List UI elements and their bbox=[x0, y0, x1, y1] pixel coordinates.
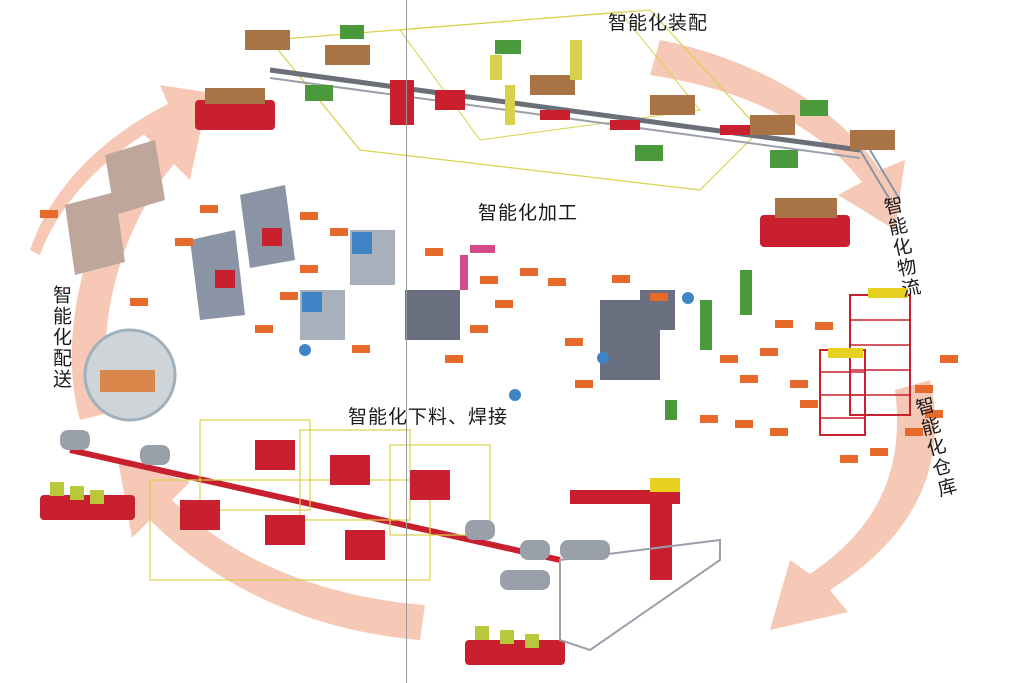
arrow-logistics-to-warehouse bbox=[770, 380, 936, 630]
robot-arm-icon bbox=[390, 40, 582, 125]
welding-robots bbox=[180, 440, 450, 560]
arrow-assembly-to-logistics bbox=[650, 40, 905, 230]
assembly-line bbox=[195, 9, 901, 247]
arrow-delivery-to-assembly bbox=[30, 85, 225, 255]
label-machining: 智能化加工 bbox=[478, 202, 579, 224]
assembly-tables bbox=[540, 110, 750, 135]
arrow-welding-return bbox=[118, 460, 425, 640]
welding-line bbox=[40, 419, 721, 665]
assembly-stairs bbox=[859, 149, 901, 201]
delivery-area bbox=[40, 140, 177, 422]
label-assembly: 智能化装配 bbox=[608, 12, 709, 34]
label-cutting-welding: 智能化下料、焊接 bbox=[348, 406, 509, 428]
milling-machine bbox=[405, 290, 675, 380]
storage-rack-icon bbox=[819, 288, 958, 463]
delivery-boxes bbox=[65, 140, 165, 275]
green-drills bbox=[665, 270, 752, 420]
cabinet-machines bbox=[190, 185, 295, 320]
cycle-arrows bbox=[30, 40, 936, 640]
pink-crane bbox=[460, 245, 495, 290]
agv-cart-bottom bbox=[465, 626, 565, 665]
assembly-fixtures bbox=[245, 30, 895, 150]
image-seam bbox=[406, 0, 407, 683]
agv-cart-right bbox=[760, 198, 850, 247]
orange-workbenches bbox=[130, 205, 833, 436]
blue-gauges bbox=[299, 292, 694, 401]
agv-photo-cart bbox=[100, 370, 155, 392]
cnc-machine-icon bbox=[300, 230, 395, 340]
welding-rolls bbox=[60, 430, 550, 560]
machining-area bbox=[130, 185, 833, 436]
label-delivery: 智能化配送 bbox=[50, 285, 72, 390]
welding-pipes bbox=[500, 540, 610, 590]
agv-cart-icon bbox=[195, 88, 275, 130]
delivery-bench bbox=[40, 210, 58, 218]
assembly-green-stations bbox=[305, 25, 828, 168]
gantry-crane-icon bbox=[559, 478, 721, 652]
agv-cart-bottom-left bbox=[40, 482, 135, 520]
